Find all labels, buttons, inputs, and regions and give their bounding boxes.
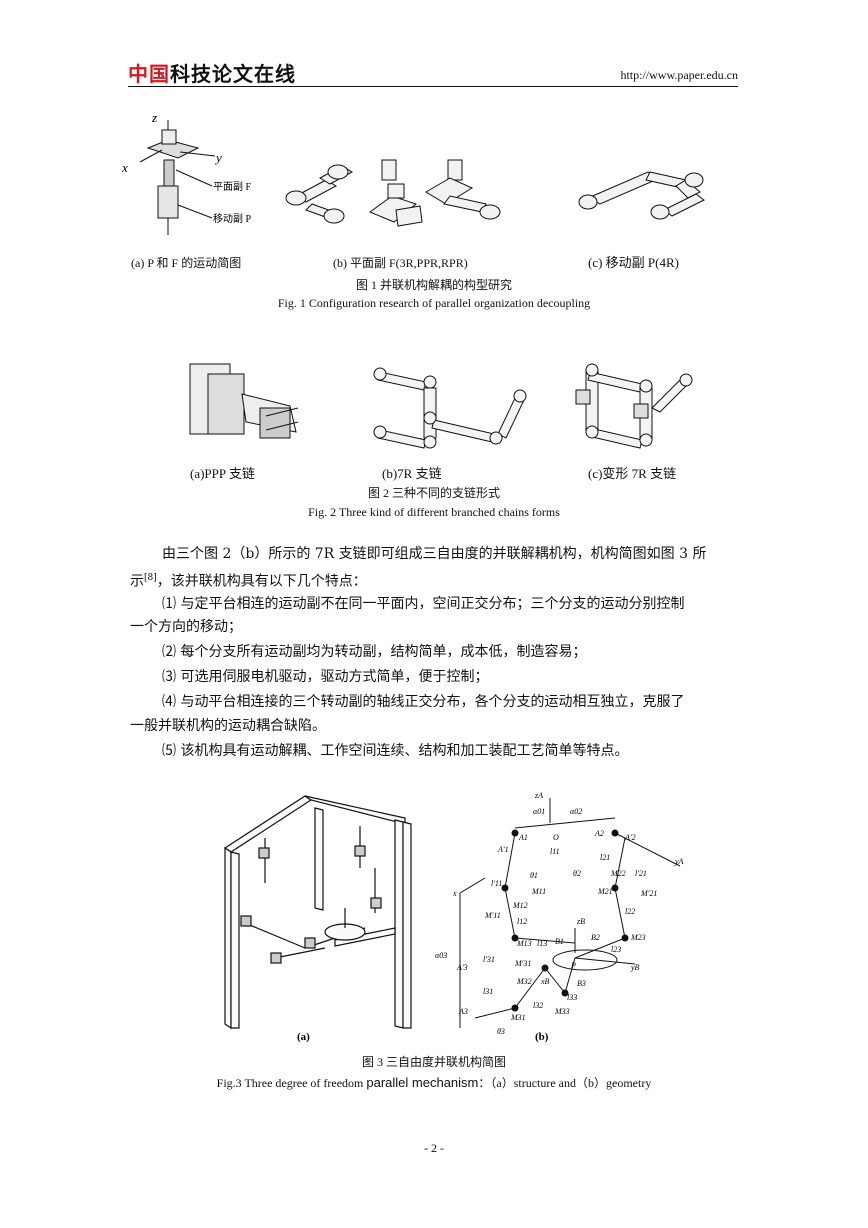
label-l13: l13: [537, 939, 547, 948]
label-l11: l11: [550, 847, 560, 856]
fig3b-geometry: [459, 798, 681, 1028]
fig3-caption-en: Fig.3 Three degree of freedom parallel m…: [0, 1074, 868, 1091]
label-M31: M31: [510, 1013, 526, 1022]
label-x: x: [452, 889, 457, 898]
fig1a-planar-label: 平面副 F: [213, 181, 251, 193]
label-B3: B3: [577, 979, 586, 988]
label-l12: l12: [517, 917, 527, 926]
fig3-panel-b-label: (b): [535, 1031, 549, 1043]
label-A2: A2: [594, 829, 604, 838]
logo-black-text: 科技论文在线: [170, 62, 296, 86]
fig2-sub-c-caption: (c)变形 7R 支链: [588, 466, 677, 481]
label-l31p: l'31: [483, 955, 495, 964]
label-M31p: M'31: [514, 959, 531, 968]
fig1c-diagram: [578, 171, 705, 220]
figure-1-drawing: z x y 平面副 F 移动副 P: [121, 110, 705, 235]
label-M12: M12: [512, 901, 528, 910]
fig3-caption-cn: 图 3 三自由度并联机构简图: [361, 1055, 506, 1069]
item-4-line-1: ⑷ 与动平台相连接的三个转动副的轴线正交分布，各个分支的运动相互独立，克服了: [162, 694, 685, 710]
label-yA: yA: [674, 857, 684, 866]
item-1-line-1: ⑴ 与定平台相连的运动副不在同一平面内，空间正交分布；三个分支的运动分别控制: [162, 596, 685, 612]
label-theta3: θ3: [497, 1027, 505, 1036]
label-yB: yB: [630, 963, 640, 972]
figure-2-drawing: [189, 363, 693, 449]
fig3a-structure: [223, 795, 412, 1030]
label-alpha01: α01: [533, 807, 545, 816]
label-theta2: θ2: [573, 869, 581, 878]
fig1a-axis-y: y: [214, 150, 222, 165]
label-A1p: A'1: [497, 845, 509, 854]
fig3b-labels: zA α01 α02 A1 O A2 A'2 A'1 l11 l21 yA θ1…: [435, 791, 684, 1036]
fig2-sub-a-caption: (a)PPP 支链: [190, 466, 255, 481]
fig1a-prismatic-label: 移动副 P: [213, 212, 251, 225]
label-l32: l32: [533, 1001, 543, 1010]
item-5: ⑸ 该机构具有运动解耦、工作空间连续、结构和加工装配工艺简单等特点。: [162, 743, 629, 759]
fig1-caption-en: Fig. 1 Configuration research of paralle…: [277, 296, 591, 310]
label-l31: l31: [483, 987, 493, 996]
fig2b-7r-chain: [373, 367, 527, 449]
label-M23: M23: [630, 933, 646, 942]
fig1a-diagram: [139, 120, 216, 235]
fig3-caption-en-b: parallel mechanism: [366, 1075, 479, 1090]
fig2-caption-cn: 图 2 三种不同的支链形式: [367, 486, 500, 500]
label-A3p: A'3: [456, 963, 468, 972]
label-M13: M13: [516, 939, 532, 948]
item-1-line-2: 一个方向的移动；: [130, 619, 242, 635]
item-4-line-2: 一般并联机构的运动耦合缺陷。: [130, 718, 326, 734]
label-alpha02: α02: [570, 807, 582, 816]
label-A2p: A'2: [624, 833, 636, 842]
page-number: - 2 -: [424, 1141, 444, 1155]
fig2a-ppp-chain: [189, 363, 299, 439]
fig3-panel-a-label: (a): [297, 1031, 310, 1043]
label-M33: M33: [554, 1007, 570, 1016]
label-alpha03: α03: [435, 951, 447, 960]
label-M22: M22: [610, 869, 626, 878]
label-theta1: θ1: [530, 871, 538, 880]
fig2c-variant-7r-chain: [575, 363, 693, 449]
fig1-sub-b-caption: (b) 平面副 F(3R,PPR,RPR): [333, 256, 468, 270]
header-url[interactable]: http://www.paper.edu.cn: [620, 68, 738, 82]
label-M21p: M'21: [640, 889, 657, 898]
label-zB: zB: [576, 917, 585, 926]
header-divider: [128, 86, 738, 87]
fig1-sub-c-caption: (c) 移动副 P(4R): [588, 255, 679, 270]
label-B2: B2: [591, 933, 600, 942]
fig1a-axis-x: x: [121, 160, 128, 175]
intro-line-2-b: ，该并联机构具有以下几个特点：: [156, 573, 367, 590]
fig3-caption-en-a: Fig.3 Three degree of freedom: [216, 1076, 367, 1090]
intro-line-2-a: 示: [130, 573, 144, 590]
label-M11p: M'11: [484, 911, 501, 920]
label-O: O: [553, 833, 559, 842]
fig2-sub-b-caption: (b)7R 支链: [382, 466, 442, 481]
label-B1: B1: [555, 937, 564, 946]
fig1-sub-a-caption: (a) P 和 F 的运动简图: [131, 256, 242, 270]
label-l33: l33: [567, 993, 577, 1002]
label-l21: l21: [600, 853, 610, 862]
fig1-caption-cn: 图 1 并联机构解耦的构型研究: [355, 278, 512, 292]
label-zA: zA: [534, 791, 543, 800]
fig1b-diagram: [285, 159, 501, 227]
label-l22: l22: [625, 907, 635, 916]
label-l21p: l'21: [635, 869, 647, 878]
label-M11: M11: [531, 887, 546, 896]
label-l11p: l'11: [491, 879, 502, 888]
item-3: ⑶ 可选用伺服电机驱动，驱动方式简单，便于控制；: [162, 669, 489, 685]
logo-red-text: 中国: [128, 62, 170, 86]
label-M32: M32: [516, 977, 532, 986]
label-xB: xB: [540, 977, 550, 986]
figure-3-drawing: (a) zA α01 α02 A1 O A2 A: [223, 791, 684, 1043]
fig2-caption-en: Fig. 2 Three kind of different branched …: [308, 505, 560, 519]
label-A1: A1: [518, 833, 528, 842]
fig1a-axis-z: z: [151, 110, 157, 125]
item-2: ⑵ 每个分支所有运动副均为转动副，结构简单，成本低，制造容易；: [162, 644, 587, 660]
label-l23: l23: [611, 945, 621, 954]
intro-line-1: 由三个图 2（b）所示的 7R 支链即可组成三自由度的并联解耦机构，机构简图如图…: [162, 546, 707, 562]
label-A3: A3: [458, 1007, 468, 1016]
label-P: P: [570, 961, 576, 970]
citation-ref[interactable]: [8]: [144, 573, 157, 583]
label-M21: M21: [597, 887, 613, 896]
fig3-caption-en-c: ：（a）structure and（b）geometry: [478, 1076, 652, 1090]
journal-logo: 中国科技论文在线: [128, 58, 296, 87]
intro-line-2: 示[8]，该并联机构具有以下几个特点：: [130, 567, 367, 594]
